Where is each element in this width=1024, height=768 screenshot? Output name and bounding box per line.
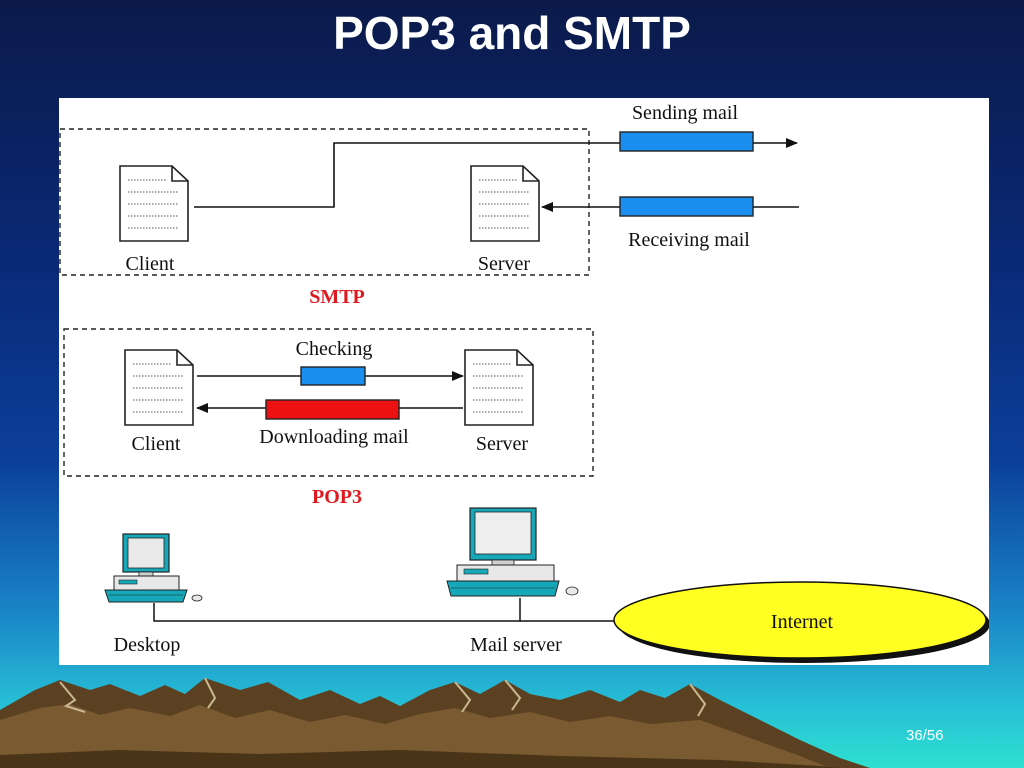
diagram-panel: Client Server Sending mail Receiving mai…: [59, 98, 989, 665]
diagram-canvas: Client Server Sending mail Receiving mai…: [59, 102, 989, 663]
page-number: 36/56: [906, 727, 944, 744]
pop3-caption: POP3: [312, 486, 362, 508]
slide-title: POP3 and SMTP: [333, 7, 691, 59]
receiving-mail-label: Receiving mail: [628, 229, 750, 251]
pop3-client-document-icon: [124, 349, 194, 426]
pop3-client-label: Client: [132, 433, 181, 455]
desktop-label: Desktop: [114, 634, 181, 656]
smtp-server-label: Server: [478, 253, 531, 275]
checking-message: [300, 366, 366, 386]
smtp-server-document-icon: [470, 165, 540, 242]
sending-mail-label: Sending mail: [632, 102, 739, 124]
pop3-server-document-icon: [464, 349, 534, 426]
smtp-client-label: Client: [126, 253, 175, 275]
desktop-computer-icon: [104, 533, 203, 603]
receiving-mail-message: [619, 196, 754, 217]
downloading-label: Downloading mail: [259, 426, 409, 448]
pop3-group-box: [63, 328, 594, 477]
downloading-message: [265, 399, 400, 420]
internet-label: Internet: [771, 611, 834, 633]
mail-server-computer-icon: [446, 507, 579, 597]
sending-mail-arrow: [194, 138, 798, 208]
pop3-server-label: Server: [476, 433, 529, 455]
mail-server-label: Mail server: [470, 634, 562, 656]
internet-ellipse: [613, 581, 987, 659]
smtp-group-box: [59, 128, 590, 276]
sending-mail-message: [619, 131, 754, 152]
mountain-range-decoration: [0, 677, 870, 768]
smtp-client-document-icon: [119, 165, 189, 242]
checking-label: Checking: [296, 338, 373, 360]
smtp-caption: SMTP: [309, 286, 365, 308]
desktop-network-cable: [153, 598, 521, 622]
